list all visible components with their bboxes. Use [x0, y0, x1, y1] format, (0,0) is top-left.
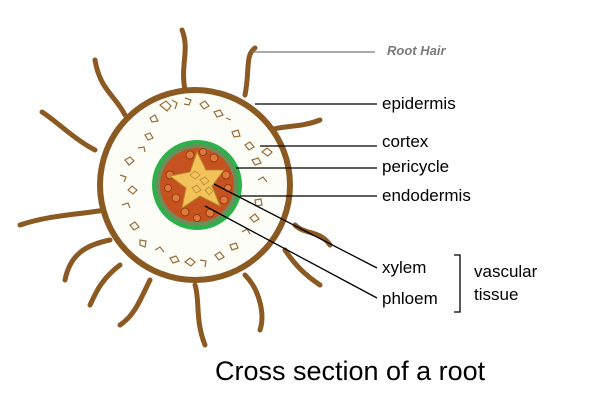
leader-lines — [204, 51, 461, 313]
label-epidermis: epidermis — [382, 94, 456, 113]
label-vascular-line1: vascular — [474, 262, 538, 281]
cortex-cells — [119, 97, 273, 268]
label-endodermis: endodermis — [382, 186, 471, 205]
label-xylem: xylem — [382, 258, 427, 277]
label-root-hair: Root Hair — [387, 43, 446, 58]
label-pericycle: pericycle — [382, 157, 450, 176]
xylem-cells — [189, 170, 214, 196]
label-cortex: cortex — [382, 132, 429, 151]
diagram-caption: Cross section of a root — [215, 356, 486, 386]
label-phloem: phloem — [382, 289, 438, 308]
label-vascular-line2: tissue — [474, 285, 519, 304]
